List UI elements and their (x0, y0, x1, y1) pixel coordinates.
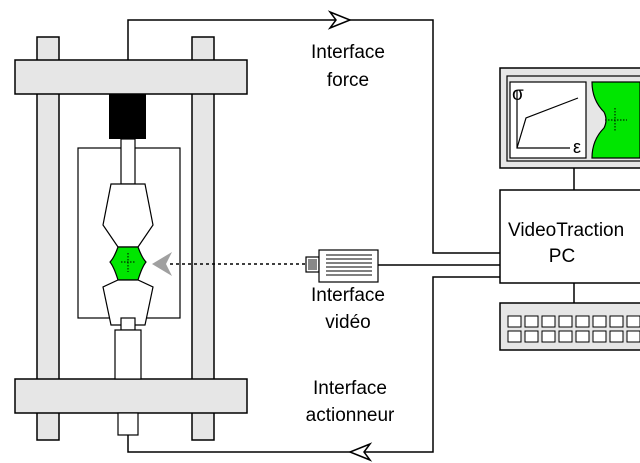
keyboard-key (575, 330, 590, 343)
upper-rod (120, 138, 136, 185)
keyboard-key (507, 315, 522, 328)
keyboard-key (592, 315, 607, 328)
pc-label-line2: PC (549, 246, 575, 267)
actuator-foot (117, 412, 139, 436)
actuator-interface-label-line1: Interface (313, 378, 387, 399)
actuator-interface-label-line2: actionneur (306, 405, 395, 426)
specimen-preview-markers (605, 108, 627, 132)
pc-label-line1: VideoTraction (508, 220, 624, 241)
stress-strain-curve (516, 97, 579, 149)
keyboard-icon (499, 302, 640, 351)
arrow-top-icon (327, 10, 353, 30)
actuator (114, 329, 142, 380)
right-column (191, 36, 215, 441)
keyboard-key (592, 330, 607, 343)
axis-sigma-label: σ (512, 84, 524, 105)
video-interface-label-line2: vidéo (325, 312, 370, 333)
force-interface-label-line1: Interface (311, 42, 385, 63)
keyboard-key (609, 330, 624, 343)
video-interface-label-line1: Interface (311, 285, 385, 306)
keyboard-key (626, 315, 640, 328)
camera-view-arrow-icon (152, 252, 172, 276)
lower-rod (120, 317, 136, 331)
top-crossbeam (14, 59, 248, 95)
load-cell (109, 94, 146, 139)
keyboard-key (524, 330, 539, 343)
keyboard-key (541, 330, 556, 343)
specimen-preview (591, 81, 640, 159)
actuator-interface-line (127, 276, 500, 453)
left-column (36, 36, 60, 441)
camera-icon (305, 249, 379, 283)
keyboard-key (558, 330, 573, 343)
keyboard-key (575, 315, 590, 328)
specimen-markers (121, 253, 135, 272)
lower-grip (102, 279, 154, 326)
keyboard-key (524, 315, 539, 328)
keyboard-key (626, 330, 640, 343)
keyboard-key (558, 315, 573, 328)
keyboard-key (609, 315, 624, 328)
force-interface-label-line2: force (327, 70, 369, 91)
monitor-icon (499, 67, 640, 169)
tensile-machine (14, 36, 248, 441)
keyboard-key (507, 330, 522, 343)
keyboard-key (541, 315, 556, 328)
axis-epsilon-label: ε (573, 137, 581, 157)
bottom-crossbeam (14, 378, 248, 414)
arrow-bottom-icon (347, 442, 373, 462)
stress-strain-panel (509, 81, 587, 159)
force-interface-line (127, 19, 500, 254)
